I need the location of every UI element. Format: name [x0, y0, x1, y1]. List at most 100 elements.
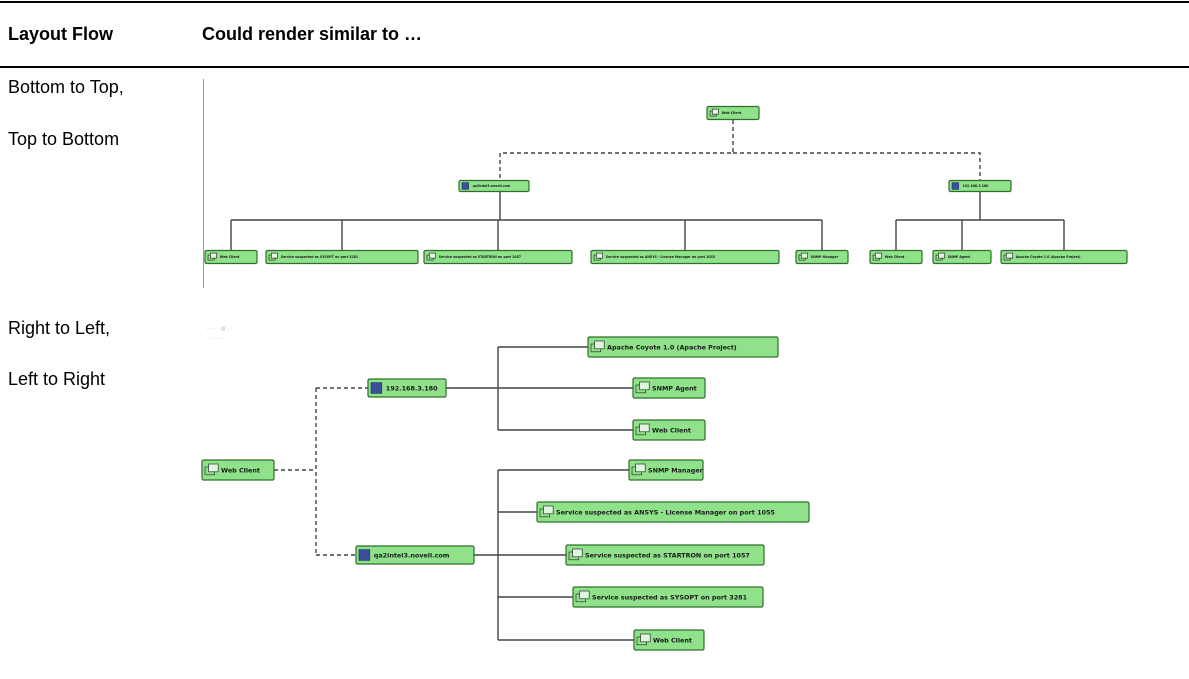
service-icon-front [800, 252, 808, 259]
computer-icon [461, 182, 469, 190]
row1-label-line2: Top to Bottom [8, 129, 120, 149]
h-child2-2-label: Service suspected as STARTRON on port 10… [585, 551, 750, 559]
h-child2-0[interactable]: SNMP Manager [628, 459, 704, 481]
service-icon-front [639, 381, 650, 391]
h-host-192-label: 192.168.3.180 [386, 384, 438, 392]
h-child2-4-box [633, 629, 705, 651]
service-icon-front [543, 505, 554, 515]
v-child-3-box [590, 249, 780, 265]
h-child1-1[interactable]: SNMP Agent [632, 377, 706, 399]
service-icon-front [1005, 252, 1013, 259]
computer-icon [951, 182, 959, 190]
computer-icon [370, 382, 383, 394]
v-child-0[interactable]: Web Client [204, 249, 258, 265]
v-host-192-box [948, 179, 1012, 193]
service-icon-front [594, 340, 605, 350]
row1-label-line1: Bottom to Top, [8, 77, 124, 97]
v-root-web-client-box [706, 105, 760, 121]
h-child2-1-box [536, 501, 810, 523]
service-icon-front [579, 590, 590, 600]
h-child1-0-box [587, 336, 779, 358]
v-child-3[interactable]: Service suspected as ANSYS - License Man… [590, 249, 780, 265]
h-child2-0-label: SNMP Manager [648, 466, 704, 474]
h-child1-2-box [632, 419, 706, 441]
service-icon-front [208, 463, 219, 473]
h-host-qa2intel3-label: qa2intel3.novell.com [374, 551, 450, 559]
v-root-web-client[interactable]: Web Client [706, 105, 760, 121]
h-child2-4[interactable]: Web Client [633, 629, 705, 651]
h-child2-2[interactable]: Service suspected as STARTRON on port 10… [565, 544, 765, 566]
v-child2-0-label: Web Client [885, 255, 905, 259]
row2-label-line2: Left to Right [8, 369, 106, 389]
h-child2-3[interactable]: Service suspected as SYSOPT on port 3281 [572, 586, 764, 608]
v-child-1[interactable]: Service suspected as SYSOPT on port 3281 [265, 249, 419, 265]
table-top-rule [0, 1, 1189, 3]
faint-toolbar-text: ····· · · ▦ · · · [205, 326, 236, 332]
service-icon-front [937, 252, 945, 259]
h-child2-2-box [565, 544, 765, 566]
h-child1-2[interactable]: Web Client [632, 419, 706, 441]
h-child2-3-label: Service suspected as SYSOPT on port 3281 [592, 593, 747, 601]
computer-icon [358, 549, 371, 561]
v-dashed-link-left [499, 120, 734, 180]
faint-toolbar-text-2: ·· ········· [205, 336, 224, 342]
v-child2-1[interactable]: SNMP Agent [932, 249, 992, 265]
row2-label-line1: Right to Left, [8, 318, 111, 338]
v-child-1-label: Service suspected as SYSOPT on port 3281 [281, 255, 358, 259]
v-child-1-box [265, 249, 419, 265]
h-host-qa2intel3-box [355, 545, 475, 565]
h-host-192-box [367, 378, 447, 398]
v-child-4-box [795, 249, 849, 265]
service-icon-front [572, 548, 583, 558]
h-child2-3-box [572, 586, 764, 608]
v-child-2[interactable]: Service suspected as STARTRON on port 10… [423, 249, 573, 265]
service-icon-front [270, 252, 278, 259]
h-root-web-client-box [201, 459, 275, 481]
h-child1-0[interactable]: Apache Coyote 1.0 (Apache Project) [587, 336, 779, 358]
v-child-0-box [204, 249, 258, 265]
v-child2-0-box [869, 249, 923, 265]
service-icon-front [595, 252, 603, 259]
service-icon-front [874, 252, 882, 259]
v-host-192-label: 192.168.3.180 [963, 184, 990, 188]
h-child1-1-box [632, 377, 706, 399]
h-child1-1-label: SNMP Agent [652, 384, 697, 392]
h-child1-2-label: Web Client [652, 426, 691, 434]
h-child2-0-box [628, 459, 704, 481]
h-child2-4-label: Web Client [653, 636, 692, 644]
v-child-2-label: Service suspected as STARTRON on port 10… [439, 255, 521, 259]
service-icon-front [711, 108, 719, 115]
h-child2-1[interactable]: Service suspected as ANSYS - License Man… [536, 501, 810, 523]
h-root-web-client-label: Web Client [221, 466, 260, 474]
v-child-2-box [423, 249, 573, 265]
v-child-4-label: SNMP Manager [811, 255, 839, 259]
h-host-qa2intel3[interactable]: qa2intel3.novell.com [355, 545, 475, 565]
header-bottom-rule [0, 66, 1189, 68]
h-child2-1-label: Service suspected as ANSYS - License Man… [556, 508, 775, 516]
service-icon-front [639, 423, 650, 433]
v-dashed-link-right [733, 152, 981, 180]
v-child-0-label: Web Client [220, 255, 240, 259]
v-root-web-client-label: Web Client [722, 111, 742, 115]
v-child2-1-label: SNMP Agent [948, 255, 971, 259]
v-child2-2[interactable]: Apache Coyote 1.0 (Apache Project) [1000, 249, 1128, 265]
h-child1-0-label: Apache Coyote 1.0 (Apache Project) [607, 343, 737, 351]
h-root-web-client[interactable]: Web Client [201, 459, 275, 481]
service-icon-front [635, 463, 646, 473]
v-child-4[interactable]: SNMP Manager [795, 249, 849, 265]
v-host-192[interactable]: 192.168.3.180 [948, 179, 1012, 193]
v-host-qa2intel3-box [458, 179, 530, 193]
column-header-render: Could render similar to … [202, 24, 423, 44]
v-host-qa2intel3[interactable]: qa2intel3.novell.com [458, 179, 530, 193]
v-child2-1-box [932, 249, 992, 265]
v-child-3-label: Service suspected as ANSYS - License Man… [606, 255, 715, 259]
v-host-qa2intel3-label: qa2intel3.novell.com [473, 184, 511, 188]
diagram-frame-edge [203, 79, 204, 288]
column-header-layout-flow: Layout Flow [8, 24, 113, 44]
h-host-192[interactable]: 192.168.3.180 [367, 378, 447, 398]
service-icon-front [209, 252, 217, 259]
v-child2-2-label: Apache Coyote 1.0 (Apache Project) [1016, 255, 1081, 259]
v-child2-2-box [1000, 249, 1128, 265]
v-child2-0[interactable]: Web Client [869, 249, 923, 265]
